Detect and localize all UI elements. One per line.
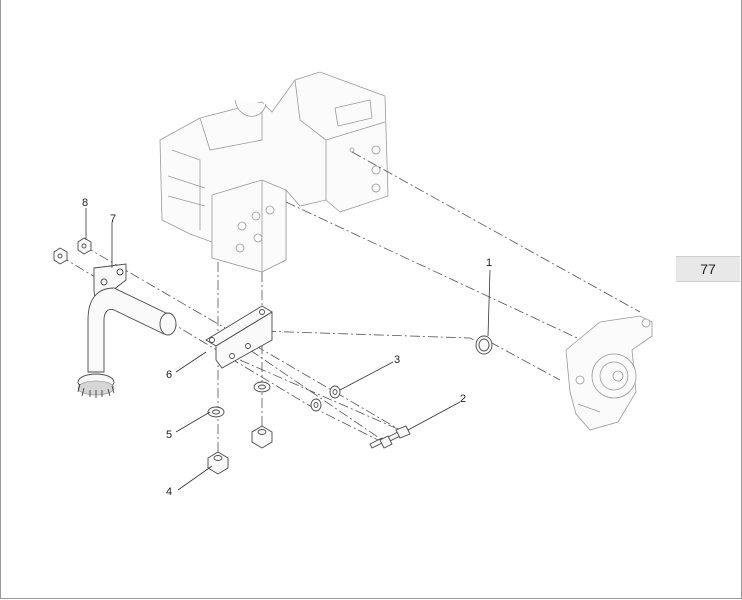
callout-labels: 1 2 3 4 5 6 7 8: [82, 197, 492, 498]
callout-2: 2: [460, 393, 466, 405]
washers-part-5: [207, 381, 271, 418]
oil-pump: [565, 315, 653, 431]
callout-leaders: [85, 208, 491, 491]
callout-4: 4: [166, 486, 172, 498]
callout-8: 8: [82, 197, 88, 209]
page-number: 77: [700, 261, 716, 277]
assembly-lines: [59, 151, 641, 458]
o-ring: [475, 335, 493, 355]
washers-part-3: [310, 385, 341, 412]
bracket: [205, 305, 273, 369]
engine-block: [159, 71, 389, 273]
callout-5: 5: [166, 429, 172, 441]
suction-pipe: [77, 263, 177, 398]
bolts-part-2: [369, 425, 411, 449]
nuts-part-8: [53, 237, 92, 265]
callout-6: 6: [166, 369, 172, 381]
callout-7: 7: [110, 213, 116, 225]
callout-3: 3: [394, 354, 400, 366]
hex-nuts-part-4: [207, 425, 273, 475]
callout-1: 1: [486, 257, 492, 269]
page-number-tab: 77: [676, 256, 740, 282]
